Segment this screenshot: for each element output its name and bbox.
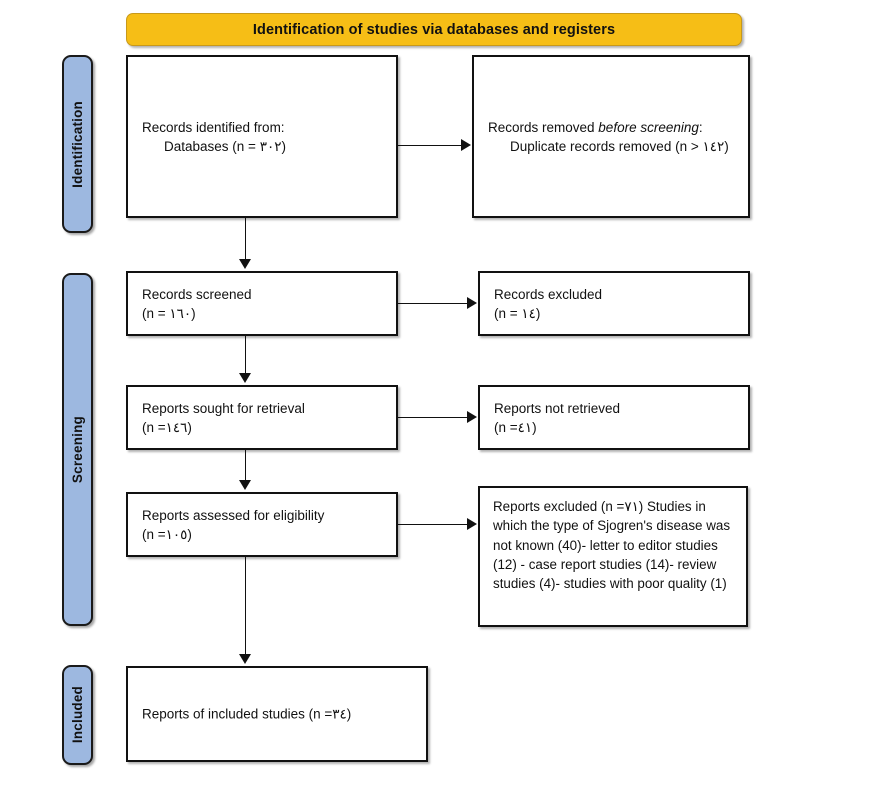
stage-label-screening: Screening <box>62 273 93 626</box>
arrow-head-right-icon <box>467 518 477 530</box>
box-reports-excluded: Reports excluded (n =٧١) Studies in whic… <box>478 486 748 627</box>
records-excluded-line1: Records excluded <box>494 286 603 302</box>
stage-label-included: Included <box>62 665 93 765</box>
records-excluded-line2: (n = ١٤) <box>494 305 541 321</box>
box-records-screened: Records screened (n = ١٦٠) <box>126 271 398 336</box>
diagram-header-banner: Identification of studies via databases … <box>126 13 742 46</box>
box-records-removed: Records removed before screening: Duplic… <box>472 55 750 218</box>
box-records-excluded: Records excluded (n = ١٤) <box>478 271 750 336</box>
records-removed-suffix: : <box>698 119 703 135</box>
records-removed-line1: Records removed before screening: <box>488 117 740 136</box>
reports-included-line1: Reports of included studies (n =٣٤) <box>142 706 352 722</box>
arrow-head-down-icon <box>239 373 251 383</box>
arrow-head-right-icon <box>467 411 477 423</box>
records-screened-line2: (n = ١٦٠) <box>142 305 196 321</box>
arrow-head-right-icon <box>461 139 471 151</box>
connector-line <box>398 303 468 304</box>
connector-line <box>398 145 462 146</box>
stage-label-identification-text: Identification <box>70 100 85 188</box>
records-removed-line2: Duplicate records removed (n > ١٤٢) <box>510 138 729 154</box>
connector-line <box>245 450 246 481</box>
arrow-head-right-icon <box>467 297 477 309</box>
box-reports-not-retrieved: Reports not retrieved (n =٤١) <box>478 385 750 450</box>
box-records-identified: Records identified from: Databases (n = … <box>126 55 398 218</box>
box-reports-sought: Reports sought for retrieval (n =١٤٦) <box>126 385 398 450</box>
box-reports-assessed: Reports assessed for eligibility (n =١٠٥… <box>126 492 398 557</box>
connector-line <box>245 218 246 260</box>
stage-label-screening-text: Screening <box>70 415 85 484</box>
connector-line <box>398 524 468 525</box>
reports-not-retrieved-line2: (n =٤١) <box>494 419 537 435</box>
records-identified-line2: Databases (n = ٣٠٢) <box>164 138 286 154</box>
reports-excluded-text: Reports excluded (n =٧١) Studies in whic… <box>493 499 731 592</box>
stage-label-identification: Identification <box>62 55 93 233</box>
connector-line <box>245 336 246 374</box>
arrow-head-down-icon <box>239 654 251 664</box>
reports-sought-line2: (n =١٤٦) <box>142 419 192 435</box>
diagram-header-title: Identification of studies via databases … <box>252 21 616 38</box>
stage-label-included-text: Included <box>70 686 85 744</box>
reports-sought-line1: Reports sought for retrieval <box>142 400 305 416</box>
records-screened-line1: Records screened <box>142 286 252 302</box>
connector-line <box>398 417 468 418</box>
connector-line <box>245 557 246 655</box>
arrow-head-down-icon <box>239 259 251 269</box>
records-removed-italic: before screening <box>598 119 699 135</box>
reports-not-retrieved-line1: Reports not retrieved <box>494 400 621 416</box>
box-reports-included: Reports of included studies (n =٣٤) <box>126 666 428 762</box>
reports-assessed-line2: (n =١٠٥) <box>142 526 192 542</box>
reports-assessed-line1: Reports assessed for eligibility <box>142 507 325 523</box>
records-removed-prefix: Records removed <box>488 119 599 135</box>
arrow-head-down-icon <box>239 480 251 490</box>
records-identified-line1: Records identified from: <box>142 119 285 135</box>
